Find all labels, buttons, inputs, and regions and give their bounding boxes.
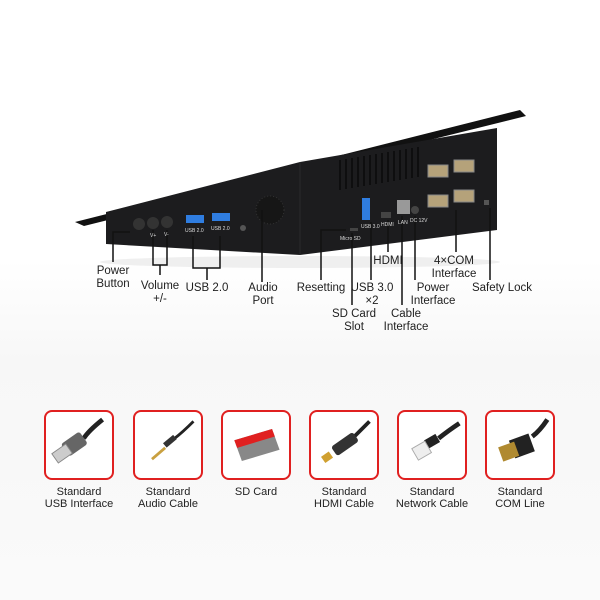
accessory-label: Standard Audio Cable <box>138 486 198 510</box>
callout-power-interface: Power Interface <box>410 282 456 307</box>
accessory-label: Standard Network Cable <box>395 486 469 510</box>
callout-resetting: Resetting <box>296 282 346 294</box>
hdmi-cable-icon <box>309 410 379 480</box>
audio-cable-icon <box>133 410 203 480</box>
com-cable-icon <box>485 410 555 480</box>
callout-usb2: USB 2.0 <box>185 282 229 294</box>
svg-text:V+: V+ <box>150 233 156 239</box>
callout-volume: Volume +/- <box>140 280 180 305</box>
accessory-label: Standard USB Interface <box>44 486 114 510</box>
svg-text:Micro SD: Micro SD <box>340 236 361 242</box>
accessory-label: SD Card <box>234 486 278 498</box>
svg-text:USB 3.0: USB 3.0 <box>361 224 380 230</box>
svg-text:V-: V- <box>164 232 169 238</box>
accessory-label: Standard HDMI Cable <box>314 486 374 510</box>
callout-power-button: Power Button <box>96 265 130 290</box>
svg-text:DC 12V: DC 12V <box>410 218 428 224</box>
callout-cable-interface: Cable Interface <box>383 308 429 333</box>
svg-text:LAN: LAN <box>398 220 408 226</box>
svg-text:USB 2.0: USB 2.0 <box>185 228 204 234</box>
callout-sd-slot: SD Card Slot <box>331 308 377 333</box>
svg-text:USB 2.0: USB 2.0 <box>211 226 230 232</box>
callout-hdmi: HDMI <box>373 255 403 267</box>
network-cable-icon <box>397 410 467 480</box>
accessory-label: Standard COM Line <box>495 486 545 510</box>
callout-audio-port: Audio Port <box>248 282 278 307</box>
callout-safety-lock: Safety Lock <box>471 282 533 294</box>
svg-text:HDMI: HDMI <box>381 222 394 228</box>
usb-cable-icon <box>44 410 114 480</box>
callout-usb3: USB 3.0 ×2 <box>350 282 394 307</box>
sd-card-icon <box>221 410 291 480</box>
callout-com: 4×COM Interface <box>431 255 477 280</box>
